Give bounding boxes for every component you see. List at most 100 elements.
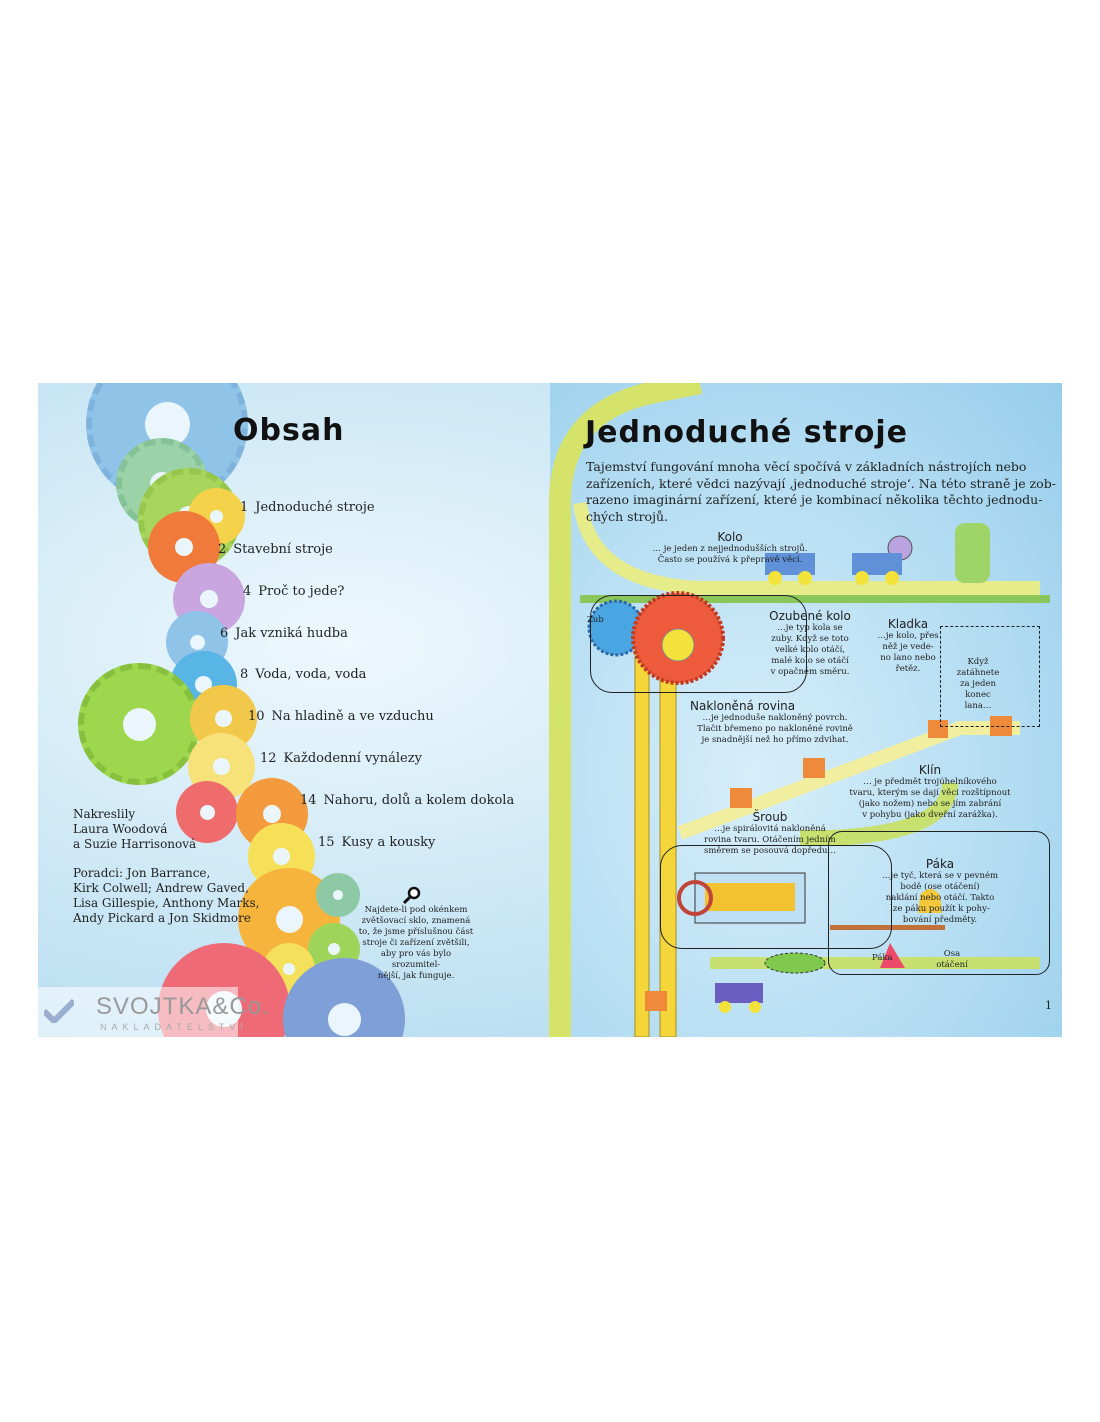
toc-item[interactable]: 1 Jednoduché stroje	[240, 500, 375, 515]
toc-label: Každodenní vynálezy	[283, 751, 422, 766]
label-osa: Osa otáčení	[932, 949, 972, 971]
label-line: směrem se posouvá dopředu…	[704, 846, 836, 856]
toc-label: Proč to jede?	[258, 584, 345, 599]
label-line: …je jednoduše nakloněný povrch.	[702, 713, 848, 723]
label-line: …je kolo, přes	[877, 631, 939, 641]
label-line: lze páku použít k pohy-	[890, 904, 990, 914]
magnifier-note: Najdete-li pod okénkem zvětšovací sklo, …	[356, 905, 476, 982]
label-line: no lano nebo	[880, 653, 936, 663]
toc-item[interactable]: 15 Kusy a kousky	[318, 835, 435, 850]
toc-page: 2	[218, 542, 227, 557]
toc-page: 14	[300, 793, 317, 808]
label-line: bodě (ose otáčení)	[900, 882, 980, 892]
illustrator-credits: Nakreslily Laura Woodová a Suzie Harriso…	[73, 807, 196, 852]
intro-line: chých strojů.	[586, 508, 668, 524]
credit-line: Nakreslily	[73, 807, 136, 821]
label-line: naklání nebo otáčí. Takto	[885, 893, 995, 903]
label-title: Nakloněná rovina	[690, 699, 796, 713]
label-line: …je typ kola se	[777, 623, 843, 633]
label-line: v pohybu (jako dveřní zarážka).	[862, 810, 998, 820]
label-line: zatáhnete	[956, 668, 1000, 678]
gear-icon	[148, 511, 220, 583]
machine-illustration	[549, 383, 1050, 1037]
toc-label: Stavební stroje	[233, 542, 333, 557]
toc-page: 8	[240, 667, 249, 682]
label-naklonena-rovina: Nakloněná rovina …je jednoduše nakloněný…	[690, 699, 860, 746]
gear-icon	[316, 873, 360, 917]
label-title: Páka	[925, 857, 955, 871]
page-number: 1	[1045, 999, 1052, 1012]
label-line: Často se používá k přepravě věcí.	[657, 555, 803, 565]
advisor-credits: Poradci: Jon Barrance, Kirk Colwell; And…	[73, 866, 259, 926]
label-sroub: Šroub …je spirálovitá nakloněná rovina t…	[700, 810, 840, 857]
intro-line: Tajemství fungování mnoha věcí spočívá v…	[586, 459, 1027, 474]
screw-callout-box	[660, 845, 892, 949]
toc-page: 12	[260, 751, 277, 766]
credit-line: Laura Woodová	[73, 822, 168, 836]
label-title: Klín	[918, 763, 942, 777]
magnifier-icon	[402, 886, 421, 905]
toc-label: Kusy a kousky	[341, 835, 436, 850]
toc-page: 6	[220, 626, 229, 641]
publisher-logo: SVOJTKA&Co. NAKLADATELSTVÍ	[38, 987, 269, 1037]
credit-line: Kirk Colwell; Andrew Gaved,	[73, 881, 249, 895]
toc-item[interactable]: 10 Na hladině a ve vzduchu	[248, 709, 434, 724]
credit-line: Lisa Gillespie, Anthony Marks,	[73, 896, 260, 910]
label-line: Osa	[943, 949, 961, 959]
gear-icon	[176, 781, 238, 843]
label-line: … je jeden z nejjednodušších strojů.	[652, 544, 808, 554]
checkmark-icon	[44, 999, 74, 1023]
label-line: řetěz.	[895, 664, 921, 674]
label-zub: Zub	[587, 615, 604, 625]
label-line: konec	[965, 690, 991, 700]
label-title: Kladka	[887, 617, 929, 631]
label-line: něž je vede-	[882, 642, 934, 652]
toc-page: 4	[243, 584, 252, 599]
label-line: velké kolo otáčí,	[774, 645, 846, 655]
label-line: Když	[967, 657, 989, 667]
label-klin: Klín … je předmět trojúhelníkového tvaru…	[840, 763, 1020, 821]
label-line: bování předměty.	[902, 915, 978, 925]
label-line: tvaru, kterým se dají věci rozštípnout	[849, 788, 1011, 798]
label-line: v opačném směru.	[770, 667, 850, 677]
toc-item[interactable]: 4 Proč to jede?	[243, 584, 344, 599]
intro-line: zařízeních, které vědci nazývají ‚jednod…	[586, 475, 1056, 491]
label-paka-small: Páka	[872, 953, 893, 963]
note-line: Najdete-li pod okénkem	[364, 905, 468, 915]
book-spread: Obsah 1 Jednoduché stroje 2 Stavební stroj…	[38, 383, 1062, 1037]
intro-text: Tajemství fungování mnoha věcí spočívá v…	[586, 459, 1056, 525]
gear-icon	[78, 663, 200, 785]
label-line: … je předmět trojúhelníkového	[863, 777, 997, 787]
toc-page: 1	[240, 500, 249, 515]
label-title: Kolo	[717, 530, 743, 544]
toc-item[interactable]: 12 Každodenní vynálezy	[260, 751, 422, 766]
toc-label: Nahoru, dolů a kolem dokola	[323, 793, 515, 808]
credit-line: Andy Pickard a Jon Skidmore	[73, 911, 251, 925]
page-title: Jednoduché stroje	[585, 415, 908, 450]
label-line: Tlačit břemeno po nakloněné rovině	[697, 724, 853, 734]
toc-item[interactable]: 14 Nahoru, dolů a kolem dokola	[300, 793, 514, 808]
label-line: (jako nožem) nebo se jím zabrání	[858, 799, 1002, 809]
lever-callout-box	[828, 831, 1050, 975]
contents-title: Obsah	[233, 413, 345, 448]
note-line: nější, jak funguje.	[377, 971, 455, 981]
credit-line: a Suzie Harrisonová	[73, 837, 197, 851]
label-line: otáčení	[936, 960, 968, 970]
label-kolo: Kolo … je jeden z nejjednodušších strojů…	[650, 530, 810, 566]
label-line: rovina tvaru. Otáčením jedním	[704, 835, 836, 845]
toc-label: Jednoduché stroje	[255, 500, 375, 515]
label-line: za jeden	[960, 679, 996, 689]
toc-page: 10	[248, 709, 265, 724]
note-line: zvětšovací sklo, znamená	[361, 916, 471, 926]
toc-item[interactable]: 2 Stavební stroje	[218, 542, 333, 557]
toc-page: 15	[318, 835, 335, 850]
label-line: …je tyč, která se v pevném	[881, 871, 999, 881]
label-line: …je spirálovitá nakloněná	[714, 824, 826, 834]
toc-label: Na hladině a ve vzduchu	[271, 709, 434, 724]
label-line: je snadnější než ho přímo zdvihat.	[701, 735, 849, 745]
label-ozubene-kolo: Ozubené kolo …je typ kola se zuby. Když …	[760, 609, 860, 678]
pulley-callout-box	[940, 626, 1040, 727]
label-title: Ozubené kolo	[769, 609, 851, 623]
